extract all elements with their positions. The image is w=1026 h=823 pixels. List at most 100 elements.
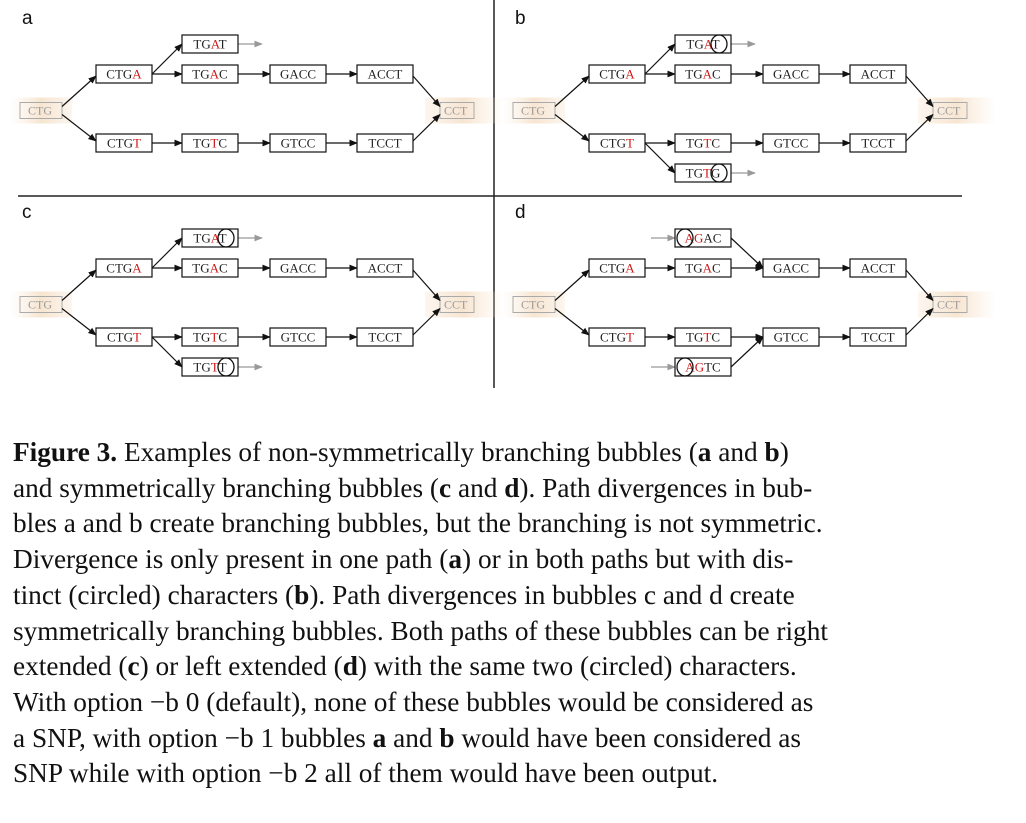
right-node-label: CCT [444,298,468,312]
top-path-node-2-label: TGAC [685,67,720,82]
caption-text: ) with the same two (circled) characters… [357,651,797,682]
caption-bold-ref: a [448,544,463,575]
figure-label: Figure 3. [13,437,118,467]
bottom-path-node-4-label: TCCT [368,330,401,345]
extra-top-node-label: TGAT [193,231,226,246]
caption-text: tinct (circled) characters ( [13,579,295,610]
top-path-node-2-label: TGAC [192,261,227,276]
bottom-path-node-3-label: GTCC [281,136,316,151]
caption-text: ). Path divergences in bub- [519,472,813,503]
figure-caption: Figure 3. Examples of non-symmetrically … [13,435,1003,792]
top-path-node-4 [849,258,907,278]
caption-bold-ref: c [127,651,140,682]
caption-text: ) [779,437,789,467]
fork-edge-top [554,269,590,301]
bottom-path-node-3-label: GTCC [774,330,809,345]
extra-bottom-node-edge [151,336,183,368]
panel-a-label: a [22,8,33,29]
join-edge-bottom [412,113,441,142]
top-path-node-1-label: CTGA [599,67,635,82]
caption-line-10: SNP while with option −b 2 all of them w… [13,756,1003,792]
bottom-path-node-4 [356,327,414,347]
caption-text: SNP while with option −b 2 all of them w… [13,758,719,789]
caption-bold-ref: a [697,437,712,467]
left-node-label: CTG [28,104,52,118]
extra-top-node-circle-marker [217,228,235,248]
extra-bottom-node-label: AGTC [685,360,720,375]
extra-top-node [674,228,732,248]
extra-top-node [181,228,239,248]
extra-top-node-circle-marker [710,34,728,54]
extra-bottom-node-edge [644,142,676,174]
fork-edge-top [554,75,590,107]
bottom-path-node-1-label: CTGT [107,330,141,345]
caption-bold-ref: d [342,651,358,682]
extra-bottom-node [674,163,732,183]
top-path-node-4-label: ACCT [368,261,403,276]
join-edge-bottom [412,307,441,336]
join-edge-top [905,75,934,108]
top-path-node-4-label: ACCT [368,67,403,82]
fork-edge-bottom [554,308,590,336]
left-node-label: CTG [521,104,545,118]
extra-top-node-edge [151,43,183,75]
caption-text: extended ( [13,651,128,682]
caption-text: With option −b 0 (default), none of thes… [13,686,814,717]
join-edge-bottom [905,307,934,336]
extra-bottom-node [674,357,732,377]
join-edge-top [412,269,441,302]
right-node [439,102,475,119]
top-path-node-3-label: GACC [773,261,809,276]
bottom-path-node-4 [849,327,907,347]
top-path-node-4-label: ACCT [861,261,896,276]
bottom-path-node-2-label: TGTC [193,330,227,345]
fork-edge-bottom [61,308,97,336]
extra-bottom-node-circle-marker [217,357,235,377]
top-path-node-4 [356,64,414,84]
top-path-node-1-label: CTGA [106,261,142,276]
bottom-path-node-4-label: TCCT [861,136,894,151]
join-edge-bottom [905,113,934,142]
right-node-label: CCT [937,104,961,118]
caption-text: bles a and b create branching bubbles, b… [13,508,823,539]
extra-top-node [181,34,239,54]
right-node-label: CCT [937,298,961,312]
top-path-node-2-label: TGAC [192,67,227,82]
left-node-label: CTG [521,298,545,312]
fork-edge-top [61,75,97,107]
top-path-node-1-label: CTGA [599,261,635,276]
bottom-path-node-4 [849,133,907,153]
bottom-path-node-1-label: CTGT [107,136,141,151]
bottom-path-node-2-label: TGTC [193,136,227,151]
fork-edge-bottom [61,114,97,142]
panel-c-label: c [22,202,32,223]
extra-top-node-label: TGAT [193,37,226,52]
caption-text: symmetrically branching bubbles. Both pa… [13,615,828,646]
top-path-node-2-label: TGAC [685,261,720,276]
right-node [932,102,968,119]
caption-bold-ref: d [504,472,520,503]
extra-top-node-circle-marker [676,228,694,248]
left-node [512,296,556,313]
top-path-node-1-label: CTGA [106,67,142,82]
caption-text: ) or left extended ( [139,651,343,682]
caption-bold-ref: a [372,722,387,753]
caption-text: Divergence is only present in one path ( [13,544,449,575]
bottom-path-node-4-label: TCCT [368,136,401,151]
caption-line-9: a SNP, with option −b 1 bubbles a and b … [13,721,1003,757]
extra-top-node-edge [730,237,764,269]
extra-top-node-edge [644,43,676,75]
top-path-node-3-label: GACC [773,67,809,82]
panel-b-label: b [515,8,526,29]
right-node [932,296,968,313]
extra-bottom-node-label: TGTG [686,166,721,181]
top-path-node-3-label: GACC [280,67,316,82]
caption-text: Examples of non-symmetrically branching … [117,437,698,467]
right-node-label: CCT [444,104,468,118]
caption-text: and [451,472,505,503]
caption-line-3: bles a and b create branching bubbles, b… [13,506,1003,542]
